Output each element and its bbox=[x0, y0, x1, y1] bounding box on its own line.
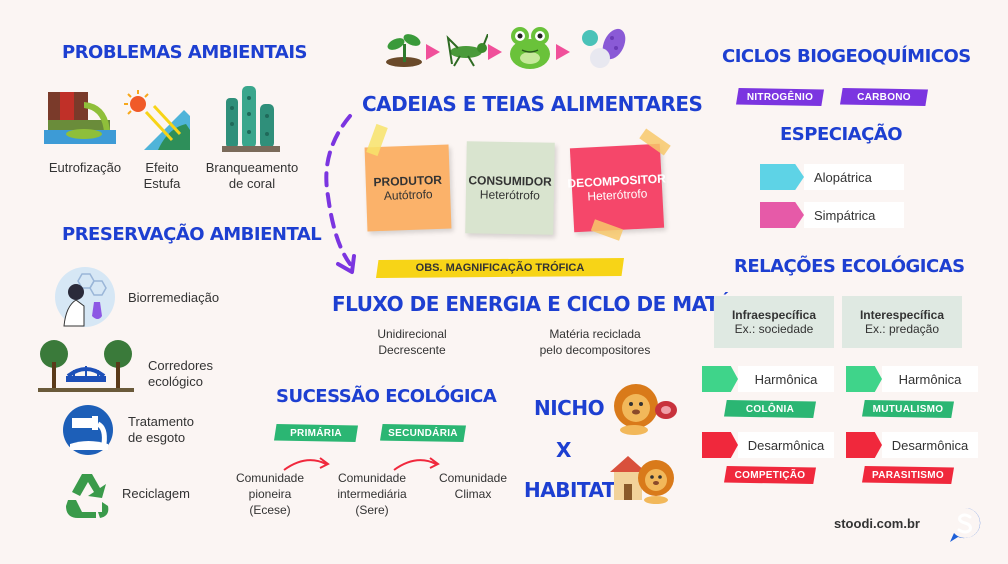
efeito-estufa-label: Efeito Estufa bbox=[143, 160, 181, 191]
alopatrica-flag-icon bbox=[760, 164, 804, 190]
branqueamento-label: Branqueamento de coral bbox=[205, 160, 299, 191]
footer-site[interactable]: stoodi.com.br bbox=[834, 516, 920, 531]
x-label: X bbox=[556, 438, 571, 462]
simpatrica-flag-icon bbox=[760, 202, 804, 228]
sewage-pipe-icon bbox=[62, 404, 114, 456]
lion-house-icon bbox=[606, 452, 676, 504]
obs-highlight: OBS. MAGNIFICAÇÃO TRÓFICA bbox=[376, 258, 624, 278]
infra-desarmonica-flag-icon bbox=[702, 432, 738, 458]
scientist-icon bbox=[54, 266, 116, 328]
inter-harmonica-flag-icon bbox=[846, 366, 882, 392]
bacteria-icon bbox=[578, 26, 628, 70]
tratamento-label: Tratamento de esgoto bbox=[128, 414, 194, 445]
tag-primaria: PRIMÁRIA bbox=[274, 424, 358, 442]
especiacao-simpatrica: Simpátrica bbox=[760, 202, 904, 228]
stage-arrow-2 bbox=[393, 457, 440, 471]
box-infraespecifica: Infraespecífica Ex.: sociedade bbox=[714, 296, 834, 348]
chain-arrow-1 bbox=[426, 44, 440, 60]
infra-desarmonica: Desarmônica bbox=[702, 432, 834, 458]
dashed-curve-arrow bbox=[324, 114, 356, 274]
tag-parasitismo: PARASITISMO bbox=[862, 466, 954, 484]
simpatrica-label: Simpátrica bbox=[804, 202, 904, 228]
chain-arrow-3 bbox=[556, 44, 570, 60]
fluxo-right: Matéria reciclada pelo decompositores bbox=[539, 327, 651, 357]
inter-desarmonica-label: Desarmônica bbox=[882, 432, 978, 458]
plant-icon bbox=[384, 28, 424, 68]
habitat-title: HABITAT bbox=[524, 478, 616, 502]
recycle-icon bbox=[62, 470, 112, 520]
note-consumidor: CONSUMIDOR Heterótrofo bbox=[465, 141, 555, 235]
especiacao-title: ESPECIAÇÃO bbox=[780, 124, 903, 145]
corredores-label: Corredores ecológico bbox=[148, 358, 214, 389]
obs-text: OBS. MAGNIFICAÇÃO TRÓFICA bbox=[415, 262, 585, 274]
note-decompositor: DECOMPOSITOR Heterótrofo bbox=[567, 143, 666, 233]
ciclos-title: CICLOS BIOGEOQUÍMICOS bbox=[722, 46, 971, 67]
greenhouse-sun-icon bbox=[124, 90, 190, 154]
relacoes-title: RELAÇÕES ECOLÓGICAS bbox=[734, 256, 965, 277]
stage-arrow-1 bbox=[283, 457, 330, 471]
preservacao-title: PRESERVAÇÃO AMBIENTAL bbox=[62, 224, 322, 245]
fluxo-left: Unidirecional Decrescente bbox=[377, 327, 447, 357]
tag-secundaria: SECUNDÁRIA bbox=[380, 424, 466, 442]
consumidor-title: CONSUMIDOR bbox=[468, 173, 552, 189]
grasshopper-icon bbox=[444, 34, 488, 68]
infra-harmonica: Harmônica bbox=[702, 366, 834, 392]
tag-mutualismo: MUTUALISMO bbox=[862, 400, 954, 418]
tag-nitrogenio: NITROGÊNIO bbox=[736, 88, 824, 106]
tag-competicao: COMPETIÇÃO bbox=[724, 466, 816, 484]
eutrofizacao-label: Eutrofização bbox=[48, 160, 122, 175]
infra-harmonica-flag-icon bbox=[702, 366, 738, 392]
produtor-sub: Autótrofo bbox=[383, 187, 433, 203]
fluxo-title: FLUXO DE ENERGIA E CICLO DE MATÉRIA bbox=[332, 292, 769, 316]
inter-desarmonica: Desarmônica bbox=[846, 432, 978, 458]
stage-climax: Comunidade Climax bbox=[438, 471, 508, 501]
factory-pollution-icon bbox=[44, 88, 116, 148]
nicho-title: NICHO bbox=[534, 396, 605, 420]
stage-pioneira: Comunidade pioneira (Ecese) bbox=[235, 471, 305, 517]
frog-icon bbox=[508, 24, 552, 70]
trees-bridge-icon bbox=[38, 338, 134, 394]
cadeias-title: CADEIAS E TEIAS ALIMENTARES bbox=[362, 92, 703, 116]
stage-intermediaria: Comunidade intermediária (Sere) bbox=[337, 471, 407, 517]
tag-colonia: COLÔNIA bbox=[724, 400, 816, 418]
lion-meat-icon bbox=[612, 380, 678, 436]
inter-harmonica: Harmônica bbox=[846, 366, 978, 392]
note-produtor: PRODUTOR Autótrofo bbox=[364, 144, 452, 232]
inter-desarmonica-flag-icon bbox=[846, 432, 882, 458]
problemas-title: PROBLEMAS AMBIENTAIS bbox=[62, 42, 308, 63]
infra-title: Infraespecífica bbox=[731, 308, 817, 322]
box-interespecifica: Interespecífica Ex.: predação bbox=[842, 296, 962, 348]
infra-harmonica-label: Harmônica bbox=[738, 366, 834, 392]
decompositor-sub: Heterótrofo bbox=[587, 186, 648, 204]
sucessao-title: SUCESSÃO ECOLÓGICA bbox=[276, 386, 497, 407]
coral-icon bbox=[222, 84, 280, 154]
inter-title: Interespecífica bbox=[859, 308, 945, 322]
inter-harmonica-label: Harmônica bbox=[882, 366, 978, 392]
especiacao-alopatrica: Alopátrica bbox=[760, 164, 904, 190]
inter-sub: Ex.: predação bbox=[864, 322, 940, 336]
infra-desarmonica-label: Desarmônica bbox=[738, 432, 834, 458]
biorremediacao-label: Biorremediação bbox=[128, 290, 220, 305]
reciclagem-label: Reciclagem bbox=[122, 486, 190, 501]
infra-sub: Ex.: sociedade bbox=[734, 322, 814, 336]
tag-carbono: CARBONO bbox=[840, 88, 928, 106]
chain-arrow-2 bbox=[488, 44, 502, 60]
alopatrica-label: Alopátrica bbox=[804, 164, 904, 190]
stoodi-logo-icon[interactable] bbox=[948, 506, 982, 544]
consumidor-sub: Heterótrofo bbox=[479, 187, 541, 203]
